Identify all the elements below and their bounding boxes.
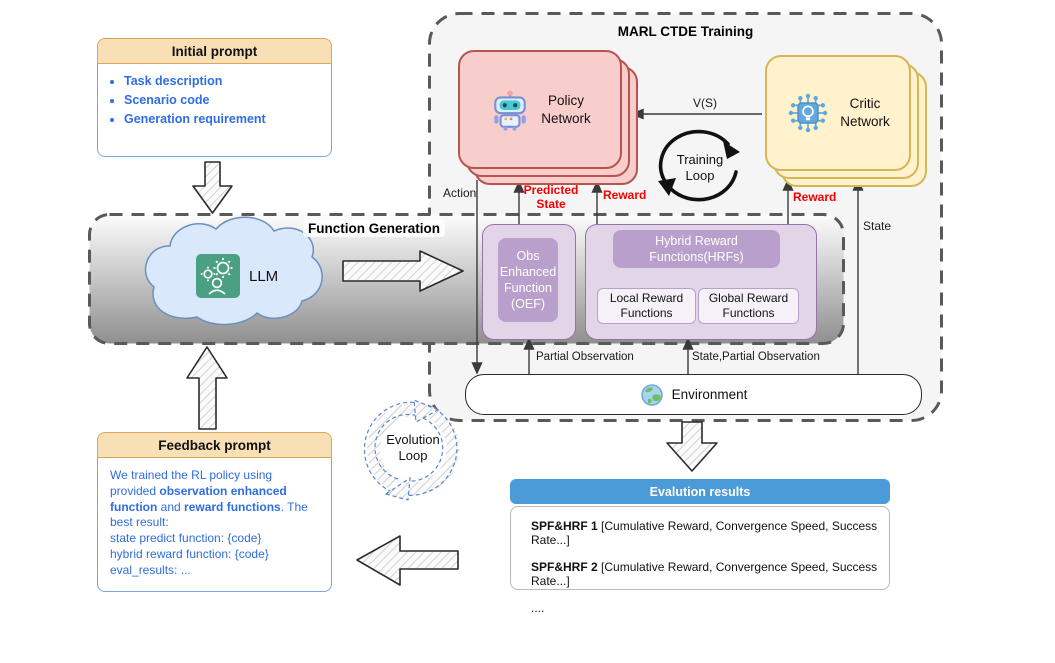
reward-policy-arrowhead <box>591 180 603 193</box>
arrow-eval-to-feedback <box>356 535 459 586</box>
initial-prompt-item: Generation requirement <box>124 112 331 126</box>
oef-box: Obs Enhanced Function (OEF) <box>498 238 558 322</box>
initial-prompt-item: Scenario code <box>124 93 331 107</box>
result-name: SPF&HRF 2 <box>531 560 598 574</box>
arrow-marl-to-eval <box>666 421 718 472</box>
state-label: State <box>863 219 892 233</box>
globe-icon <box>640 383 663 406</box>
feedback-text-bold: observation enhanced function <box>110 483 287 514</box>
llm-gear-person-icon <box>196 254 240 298</box>
arrow-feedback-to-funcgen <box>186 346 228 430</box>
policy-network-label: Policy Network <box>541 92 591 126</box>
critic-network-card: Critic Network <box>765 55 911 171</box>
hybrid-reward-functions-box: Hybrid Reward Functions(HRFs) <box>613 230 780 268</box>
training-loop-label: Training Loop <box>676 152 724 184</box>
critic-network-label: Critic Network <box>840 96 890 129</box>
feedback-prompt-text: We trained the RL policy using provided … <box>98 458 331 579</box>
chip-lightbulb-icon <box>788 93 828 133</box>
evaluation-result-row: SPF&HRF 2 [Cumulative Reward, Convergenc… <box>531 560 889 588</box>
evaluation-result-row: SPF&HRF 1 [Cumulative Reward, Convergenc… <box>531 519 889 547</box>
feedback-prompt-title: Feedback prompt <box>97 432 332 458</box>
local-reward-functions-box: Local Reward Functions <box>597 288 696 324</box>
partial-obs-arrowhead <box>523 337 535 350</box>
partial-observation-label: Partial Observation <box>536 351 634 363</box>
feedback-prompt-body: We trained the RL policy using provided … <box>97 458 332 592</box>
initial-prompt-title: Initial prompt <box>97 38 332 64</box>
initial-prompt-list: Task description Scenario code Generatio… <box>98 74 331 126</box>
environment-bar: Environment <box>465 374 922 415</box>
initial-prompt-body: Task description Scenario code Generatio… <box>97 64 332 157</box>
function-generation-title: Function Generation <box>303 220 446 237</box>
predicted-state-arrowhead <box>513 180 525 193</box>
llm-label: LLM <box>249 268 279 285</box>
evolution-loop-label: Evolution Loop <box>386 432 440 464</box>
evaluation-results-box: Evalution results SPF&HRF 1 [Cumulative … <box>510 479 890 615</box>
reward-to-critic-label: Reward <box>793 190 837 204</box>
state-partial-obs-arrowhead <box>682 337 694 350</box>
feedback-prompt-box: Feedback prompt We trained the RL policy… <box>97 432 332 592</box>
environment-label: Environment <box>671 387 748 402</box>
evolution-loop-icon <box>363 399 460 501</box>
initial-prompt-item: Task description <box>124 74 331 88</box>
state-partial-observation-label: State,Partial Observation <box>692 351 820 363</box>
robot-icon <box>494 89 526 130</box>
evaluation-results-more: .... <box>531 601 545 615</box>
feedback-text-segment: and <box>157 499 185 514</box>
predicted-state-label: Predicted State <box>523 183 579 211</box>
policy-network-card: Policy Network <box>458 50 622 169</box>
evaluation-results-body: SPF&HRF 1 [Cumulative Reward, Convergenc… <box>510 506 890 615</box>
feedback-text-segment: . The best result: <box>110 499 308 530</box>
action-arrowhead <box>471 362 483 375</box>
feedback-text-segment: We trained the RL policy using provided <box>110 468 273 498</box>
action-label: Action <box>443 186 477 200</box>
marl-title: MARL CTDE Training <box>617 24 754 39</box>
arrow-llm-to-functions <box>342 250 464 292</box>
arrow-initial-to-funcgen <box>192 161 233 214</box>
feedback-text-line: state predict function: {code} <box>110 531 262 546</box>
feedback-text-line: eval_results: ... <box>110 562 191 577</box>
feedback-text-bold: reward functions <box>184 499 281 514</box>
global-reward-functions-box: Global Reward Functions <box>698 288 799 324</box>
result-metrics: [Cumulative Reward, Convergence Speed, S… <box>531 519 878 547</box>
llm-cloud <box>144 216 323 326</box>
training-loop-icon <box>658 129 740 202</box>
feedback-text-line: hybrid reward function: {code} <box>110 547 269 562</box>
evaluation-results-title: Evalution results <box>510 479 890 504</box>
result-name: SPF&HRF 1 <box>531 519 598 533</box>
initial-prompt-box: Initial prompt Task description Scenario… <box>97 38 332 157</box>
result-metrics: [Cumulative Reward, Convergence Speed, S… <box>531 560 878 588</box>
vs-label: V(S) <box>693 96 717 110</box>
reward-to-policy-label: Reward <box>603 188 647 202</box>
